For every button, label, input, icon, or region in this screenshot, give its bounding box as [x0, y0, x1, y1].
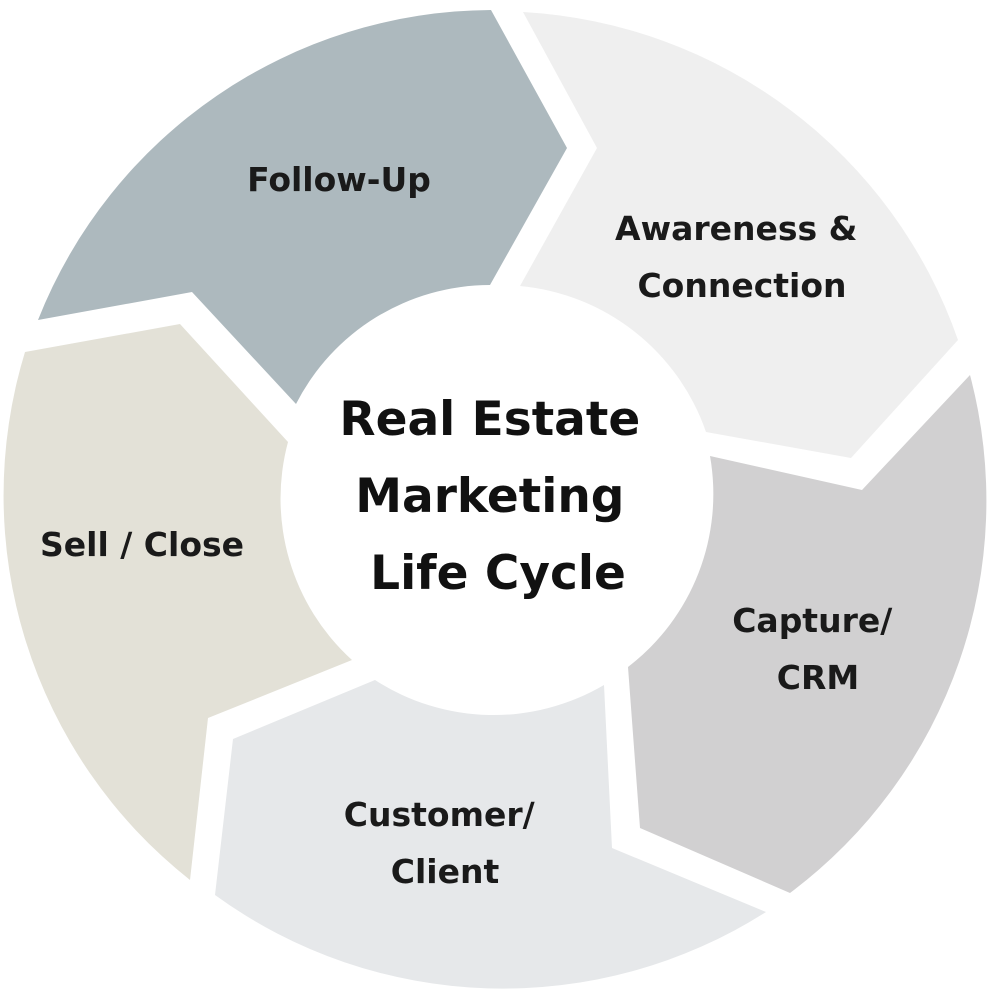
segment-awareness-connection	[520, 12, 958, 458]
center-title-line-1: Real Estate	[339, 392, 640, 447]
segment-customer-client	[215, 680, 766, 989]
label-follow-up-line-1: Follow-Up	[247, 160, 431, 199]
label-customer-line-2: Client	[391, 852, 500, 891]
label-sell-line-1: Sell / Close	[40, 525, 244, 564]
segment-sell-close	[3, 324, 353, 880]
label-follow-up: Follow-Up	[247, 160, 431, 199]
segment-follow-up	[38, 10, 567, 404]
label-awareness-line-2: Connection	[637, 266, 846, 305]
label-capture-crm: Capture/ CRM	[732, 601, 904, 697]
label-capture-line-1: Capture/	[732, 601, 893, 640]
center-title-line-2: Marketing	[355, 469, 624, 524]
label-customer-client: Customer/ Client	[344, 795, 546, 891]
label-awareness-line-1: Awareness &	[615, 209, 857, 248]
center-title: Real Estate Marketing Life Cycle	[339, 392, 656, 601]
label-customer-line-1: Customer/	[344, 795, 536, 834]
label-capture-line-2: CRM	[777, 658, 859, 697]
center-title-line-3: Life Cycle	[370, 546, 626, 601]
segment-capture-crm	[628, 375, 987, 893]
label-sell-close: Sell / Close	[40, 525, 244, 564]
label-awareness-connection: Awareness & Connection	[615, 209, 869, 305]
